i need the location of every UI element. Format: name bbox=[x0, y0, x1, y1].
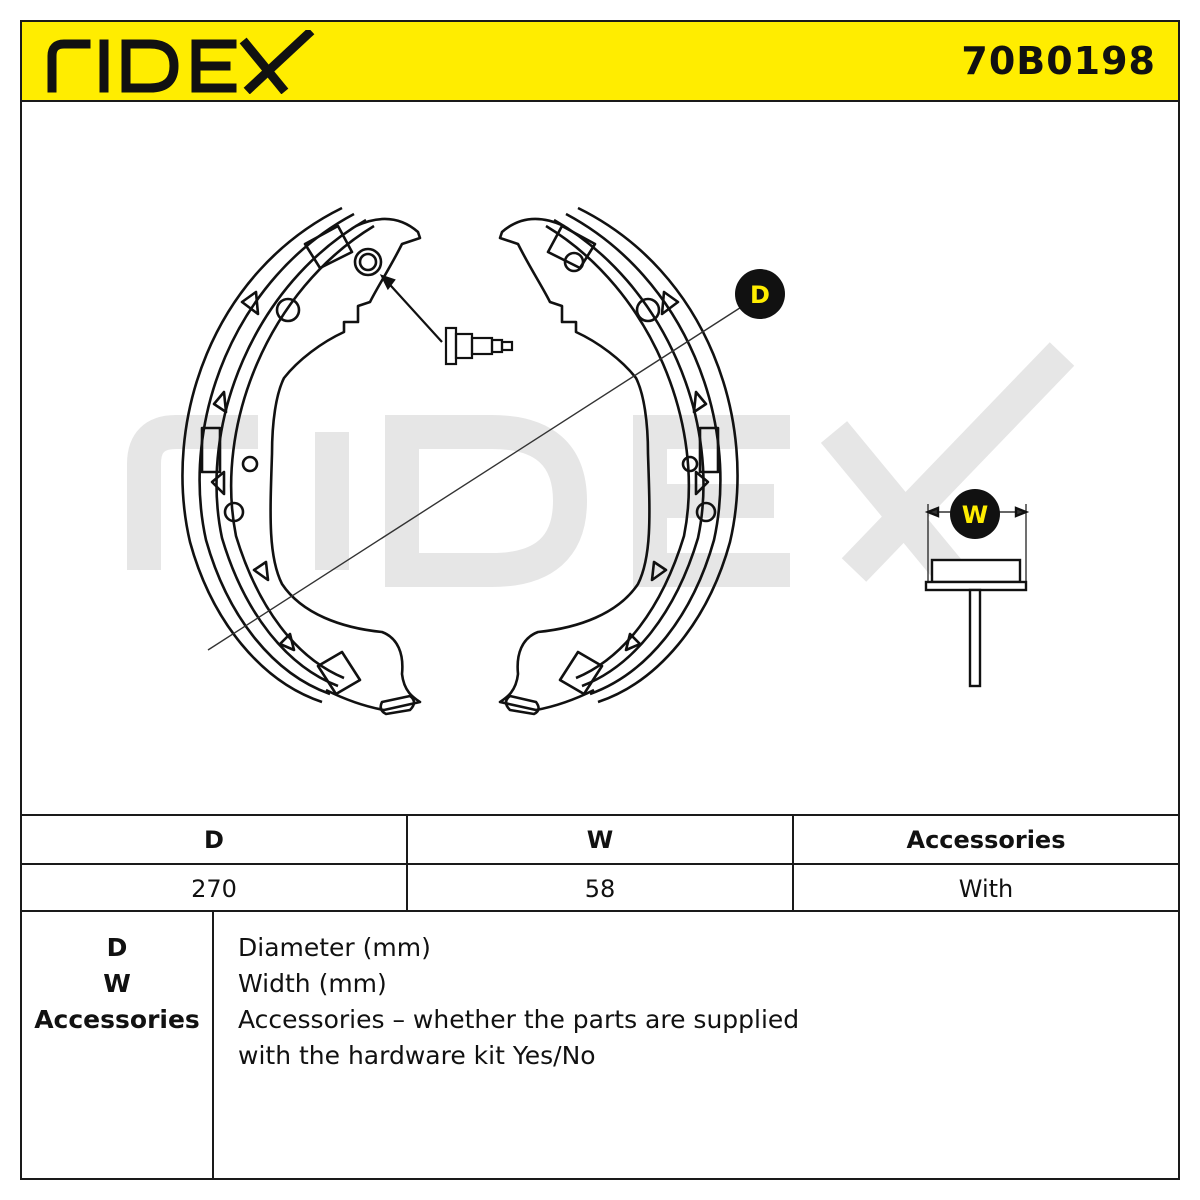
legend-descriptions: Diameter (mm) Width (mm) Accessories – w… bbox=[238, 930, 1138, 1074]
brake-shoe-right bbox=[498, 206, 739, 716]
ridex-watermark bbox=[127, 342, 1075, 587]
spec-value-w: 58 bbox=[408, 865, 794, 912]
ridex-logo bbox=[47, 30, 315, 94]
width-dimension: W bbox=[950, 489, 1000, 539]
label-d: D bbox=[750, 281, 770, 309]
header-band: 70B0198 bbox=[22, 22, 1178, 102]
diameter-dimension: D bbox=[207, 269, 785, 651]
legend-key-d: D bbox=[106, 933, 128, 962]
spec-header-w: W bbox=[408, 816, 794, 863]
product-sheet: 70B0198 bbox=[20, 20, 1180, 1180]
spec-value-accessories: With bbox=[958, 874, 1014, 903]
legend: D W Accessories Diameter (mm) Width (mm)… bbox=[22, 912, 1178, 1178]
legend-line: Accessories – whether the parts are supp… bbox=[238, 1005, 800, 1034]
legend-key-w: W bbox=[103, 969, 131, 998]
spec-header-d: D bbox=[22, 816, 408, 863]
technical-drawing: D W bbox=[127, 206, 1075, 716]
legend-line: Width (mm) bbox=[238, 969, 387, 998]
legend-keys: D W Accessories bbox=[22, 912, 214, 1178]
adjuster-pin-icon bbox=[379, 274, 514, 366]
spec-header-accessories: Accessories bbox=[906, 825, 1066, 854]
legend-line: Diameter (mm) bbox=[238, 933, 431, 962]
spec-value-row: 270 58 With bbox=[22, 865, 1178, 912]
spec-value-d: 270 bbox=[22, 865, 408, 912]
spec-table: D W Accessories 270 58 With bbox=[22, 814, 1178, 912]
label-w: W bbox=[962, 501, 988, 529]
part-number: 70B0198 bbox=[961, 39, 1156, 83]
brake-shoe-left bbox=[181, 206, 422, 716]
legend-line: with the hardware kit Yes/No bbox=[238, 1041, 596, 1070]
shoe-cross-section-icon bbox=[924, 504, 1030, 688]
legend-key-accessories: Accessories bbox=[34, 1005, 200, 1034]
spec-header-row: D W Accessories bbox=[22, 816, 1178, 865]
